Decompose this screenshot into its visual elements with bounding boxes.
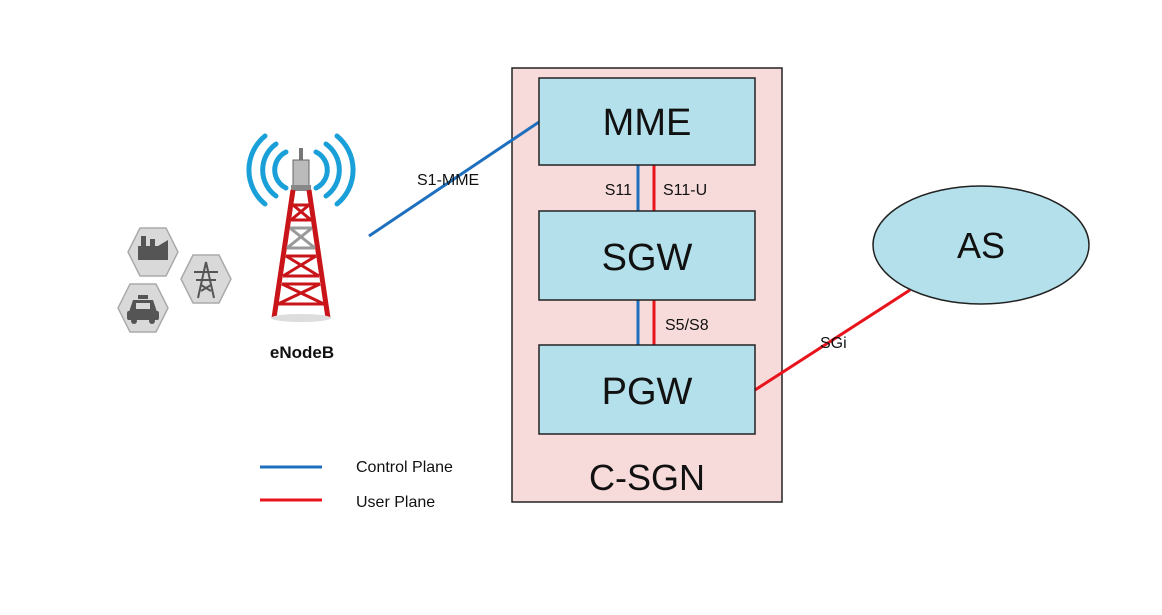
pgw-node: PGW	[538, 344, 756, 435]
s11-u-label: S11-U	[663, 182, 707, 199]
sgi-link	[754, 288, 911, 392]
csgn-label: C-SGN	[589, 457, 705, 498]
sgw-label: SGW	[602, 237, 693, 279]
power-pylon-icon	[180, 254, 232, 304]
enodeb-label: eNodeB	[270, 343, 334, 362]
legend-control-label: Control Plane	[356, 459, 453, 476]
sgw-node: SGW	[538, 210, 756, 301]
mme-node: MME	[538, 77, 756, 166]
sgi-label: SGi	[820, 335, 847, 352]
legend-user-label: User Plane	[356, 494, 435, 511]
s1-mme-label: S1-MME	[417, 172, 479, 189]
radio-tower-icon	[246, 133, 356, 322]
s11-label: S11	[605, 182, 632, 199]
as-node: AS	[872, 185, 1090, 305]
as-label: AS	[957, 225, 1005, 266]
pgw-label: PGW	[602, 371, 693, 413]
car-icon	[117, 283, 169, 333]
legend: Control Plane User Plane	[260, 459, 453, 511]
mme-label: MME	[603, 102, 692, 144]
s1-mme-link	[368, 120, 540, 238]
factory-icon	[127, 227, 179, 277]
s5-s8-label: S5/S8	[665, 317, 709, 334]
